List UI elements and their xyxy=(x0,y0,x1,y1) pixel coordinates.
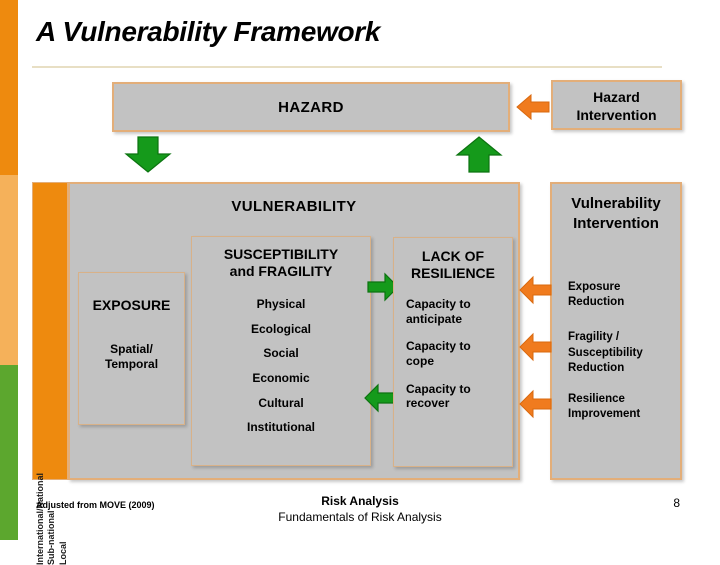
vi-item-2-line1: Resilience xyxy=(568,392,674,407)
footer-subtitle: Fundamentals of Risk Analysis xyxy=(0,510,720,524)
title-divider xyxy=(32,66,662,68)
vulnerability-intervention-box: Vulnerability Intervention Exposure Redu… xyxy=(550,182,682,480)
page-title: A Vulnerability Framework xyxy=(36,16,380,48)
scale-label-local: Local xyxy=(58,541,70,565)
sidebar-band-orange xyxy=(0,0,18,175)
exposure-reduction-arrow-icon xyxy=(518,275,552,305)
resilience-item-1-line1: Capacity to xyxy=(406,339,506,354)
list-item: Institutional xyxy=(192,420,370,435)
vi-item-0-line1: Exposure xyxy=(568,280,674,295)
resilience-improvement-arrow-icon xyxy=(518,389,552,419)
hazard-to-vulnerability-down-arrow-icon xyxy=(124,136,172,174)
hazard-intervention-line1: Hazard xyxy=(557,89,676,107)
exposure-heading: EXPOSURE xyxy=(79,297,184,314)
susceptibility-box: SUSCEPTIBILITY and FRAGILITY Physical Ec… xyxy=(191,236,371,466)
vulnerability-intervention-heading-line2: Intervention xyxy=(558,214,674,234)
hazard-box: HAZARD xyxy=(112,82,510,132)
list-item: Social xyxy=(192,346,370,361)
vulnerability-intervention-list: Exposure Reduction Fragility / Susceptib… xyxy=(568,280,674,422)
hazard-intervention-line2: Intervention xyxy=(557,107,676,125)
list-item: Fragility / Susceptibility Reduction xyxy=(568,330,674,376)
list-item: Physical xyxy=(192,297,370,312)
vulnerability-intervention-heading: Vulnerability Intervention xyxy=(558,194,674,233)
resilience-item-0-line1: Capacity to xyxy=(406,297,506,312)
scale-strip-labels: International/National Sub-national Loca… xyxy=(35,355,69,565)
vi-item-1-line2: Susceptibility xyxy=(568,346,674,361)
list-item: Cultural xyxy=(192,396,370,411)
hazard-intervention-box: Hazard Intervention xyxy=(551,80,682,130)
resilience-item-2-line2: recover xyxy=(406,396,506,411)
list-item: Capacity to cope xyxy=(400,339,506,368)
footer-center: Risk Analysis Fundamentals of Risk Analy… xyxy=(0,494,720,524)
hazard-label: HAZARD xyxy=(114,99,508,116)
exposure-subtext: Spatial/ Temporal xyxy=(79,342,184,371)
resilience-heading-line2: RESILIENCE xyxy=(394,265,512,282)
scale-strip: International/National Sub-national Loca… xyxy=(32,182,68,480)
resilience-to-susceptibility-left-arrow-icon xyxy=(363,383,397,413)
list-item: Resilience Improvement xyxy=(568,392,674,422)
exposure-subtext-line1: Spatial/ xyxy=(79,342,184,357)
resilience-box: LACK OF RESILIENCE Capacity to anticipat… xyxy=(393,237,513,467)
susceptibility-list: Physical Ecological Social Economic Cult… xyxy=(192,297,370,435)
resilience-heading-line1: LACK OF xyxy=(394,248,512,265)
hazard-intervention-arrow-icon xyxy=(515,92,551,122)
list-item: Economic xyxy=(192,371,370,386)
footer-title: Risk Analysis xyxy=(0,494,720,508)
resilience-item-1-line2: cope xyxy=(406,354,506,369)
list-item: Capacity to recover xyxy=(400,382,506,411)
page-number: 8 xyxy=(673,496,680,510)
exposure-subtext-line2: Temporal xyxy=(79,357,184,372)
list-item: Capacity to anticipate xyxy=(400,297,506,326)
hazard-intervention-label: Hazard Intervention xyxy=(557,89,676,124)
resilience-heading: LACK OF RESILIENCE xyxy=(394,248,512,281)
vulnerability-intervention-heading-line1: Vulnerability xyxy=(558,194,674,214)
sidebar-band-light-orange xyxy=(0,175,18,365)
fragility-reduction-arrow-icon xyxy=(518,332,552,362)
list-item: Exposure Reduction xyxy=(568,280,674,310)
resilience-item-2-line1: Capacity to xyxy=(406,382,506,397)
vi-item-1-line1: Fragility / xyxy=(568,330,674,345)
list-item: Ecological xyxy=(192,322,370,337)
vi-item-0-line2: Reduction xyxy=(568,295,674,310)
vulnerability-to-hazard-up-arrow-icon xyxy=(455,136,503,174)
vulnerability-label: VULNERABILITY xyxy=(70,198,518,215)
susceptibility-heading-line2: and FRAGILITY xyxy=(192,263,370,280)
resilience-list: Capacity to anticipate Capacity to cope … xyxy=(400,297,506,411)
vi-item-1-line3: Reduction xyxy=(568,361,674,376)
resilience-item-0-line2: anticipate xyxy=(406,312,506,327)
exposure-box: EXPOSURE Spatial/ Temporal xyxy=(78,272,185,425)
susceptibility-heading-line1: SUSCEPTIBILITY xyxy=(192,246,370,263)
vi-item-2-line2: Improvement xyxy=(568,407,674,422)
susceptibility-heading: SUSCEPTIBILITY and FRAGILITY xyxy=(192,246,370,279)
